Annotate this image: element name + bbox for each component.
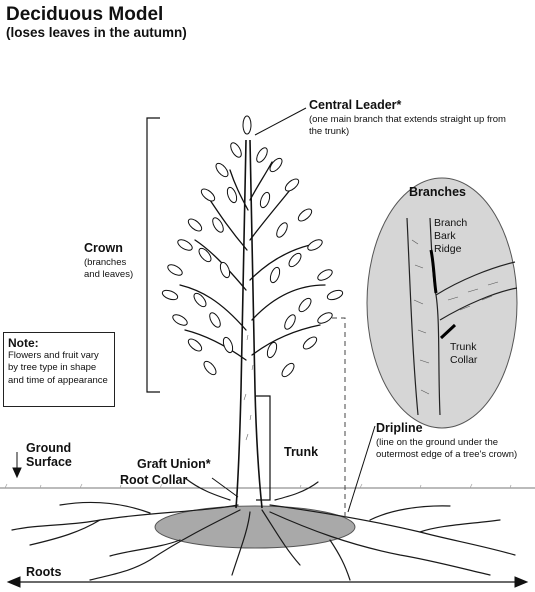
trunk-bark bbox=[243, 334, 254, 441]
leaves-graphic bbox=[161, 115, 344, 378]
note-title: Note: bbox=[8, 336, 39, 350]
trunk-label: Trunk bbox=[284, 445, 319, 459]
crown-desc: (branches and leaves) bbox=[84, 257, 134, 281]
trunk-bracket bbox=[256, 395, 271, 501]
dripline-pointer bbox=[347, 425, 376, 513]
ground-surface-label: Ground Surface bbox=[26, 441, 72, 470]
trunk-collar-label: Trunk Collar bbox=[450, 341, 478, 367]
branch-bark-ridge-label: Branch Bark Ridge bbox=[434, 217, 468, 256]
roots-arrow bbox=[6, 576, 529, 588]
branches-inset bbox=[366, 177, 518, 429]
central-leader-desc: (one main branch that extends straight u… bbox=[309, 114, 506, 138]
branch-bark-ridge-mark bbox=[429, 249, 438, 294]
grass-texture bbox=[4, 483, 512, 489]
note-box: Note: Flowers and fruit vary by tree typ… bbox=[3, 332, 115, 407]
page-title: Deciduous Model bbox=[6, 4, 164, 25]
dripline-desc: (line on the ground under the outermost … bbox=[376, 437, 518, 461]
branches-label: Branches bbox=[409, 185, 466, 199]
roots-label: Roots bbox=[26, 565, 62, 579]
dripline-dashed-line bbox=[332, 317, 346, 520]
central-leader-label: Central Leader* bbox=[309, 98, 402, 112]
dripline-shadow bbox=[154, 505, 356, 549]
note-body: Flowers and fruit vary by tree type in s… bbox=[8, 350, 108, 386]
graft-union-label: Graft Union* bbox=[137, 457, 211, 471]
root-collar-label: Root Collar bbox=[120, 473, 188, 487]
crown-bracket bbox=[146, 117, 160, 393]
ground-arrow bbox=[12, 452, 22, 479]
central-leader-pointer bbox=[254, 107, 307, 136]
page-subtitle: (loses leaves in the autumn) bbox=[6, 25, 187, 40]
inset-bark-texture bbox=[411, 239, 499, 395]
branches-graphic bbox=[179, 161, 326, 361]
trunk-collar-mark bbox=[439, 323, 457, 340]
dripline-label: Dripline bbox=[376, 421, 423, 435]
trunk-graphic bbox=[235, 139, 263, 509]
roots-graphic bbox=[11, 477, 516, 581]
graft-union-pointer bbox=[211, 477, 239, 498]
crown-label: Crown bbox=[84, 241, 123, 255]
